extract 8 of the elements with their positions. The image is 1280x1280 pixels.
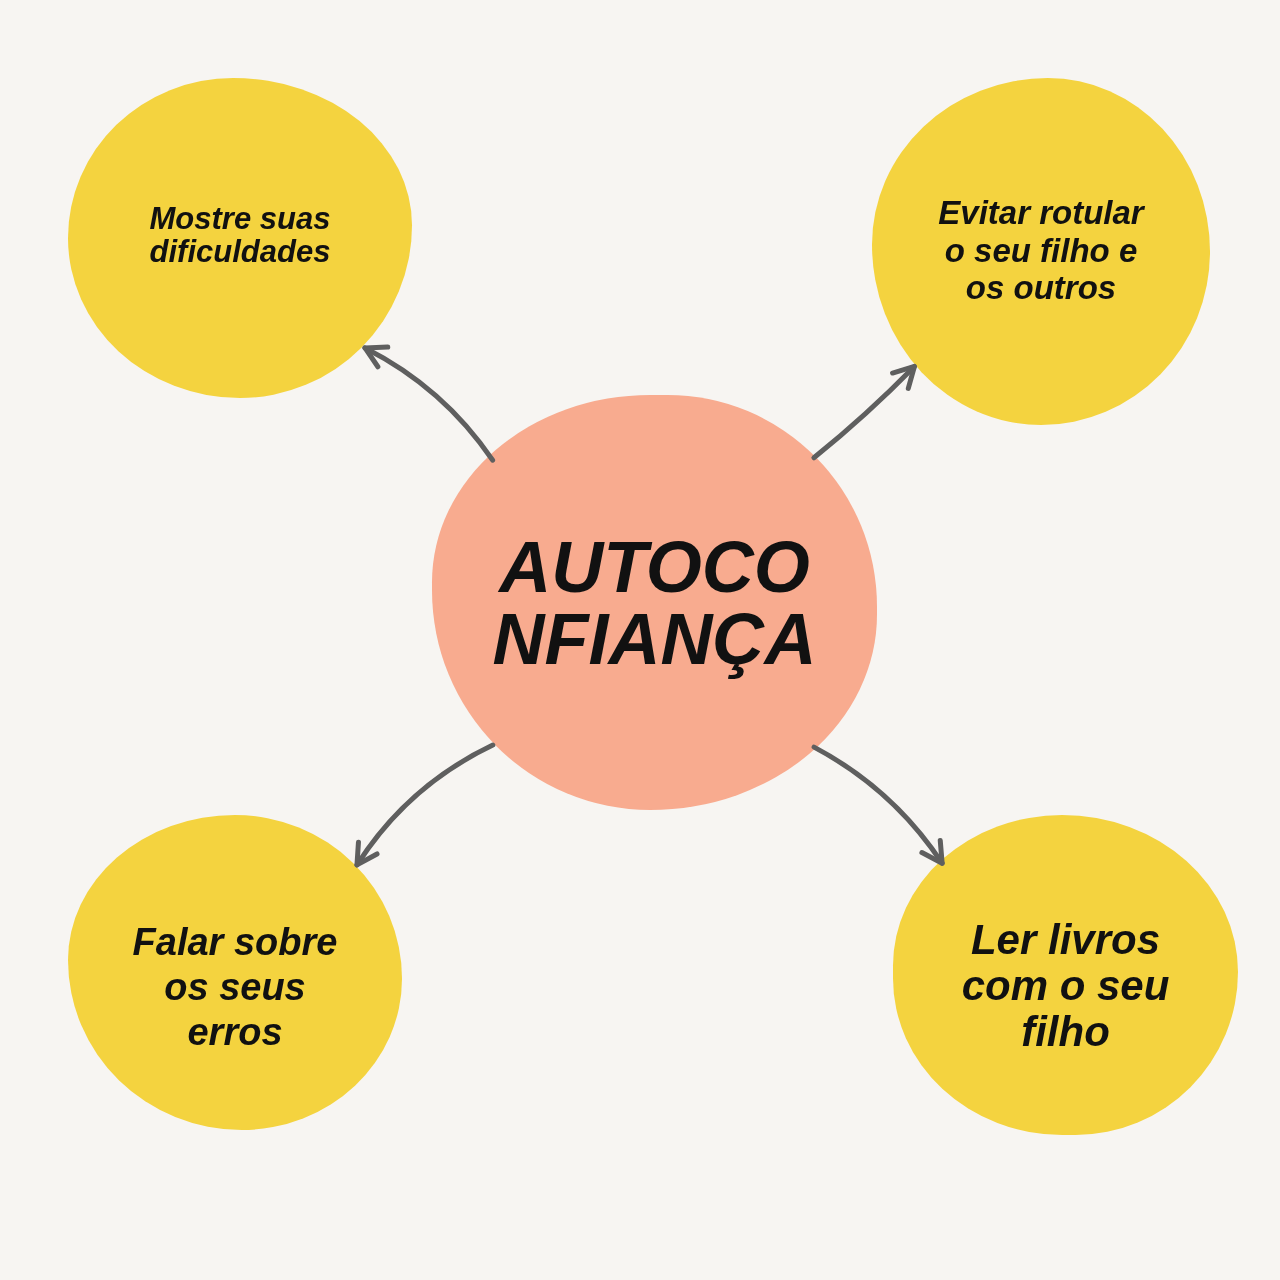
arrow [811,744,945,866]
arrow [362,345,496,463]
node-text: Falar sobre os seus erros [131,920,339,1055]
node-text: Mostre suas dificuldades [148,201,332,269]
arrow [811,363,917,461]
arrow [354,742,496,868]
node-text: Evitar rotular o seu filho e os outros [937,193,1146,308]
node-text: Ler livros com o seu filho [960,916,1171,1056]
